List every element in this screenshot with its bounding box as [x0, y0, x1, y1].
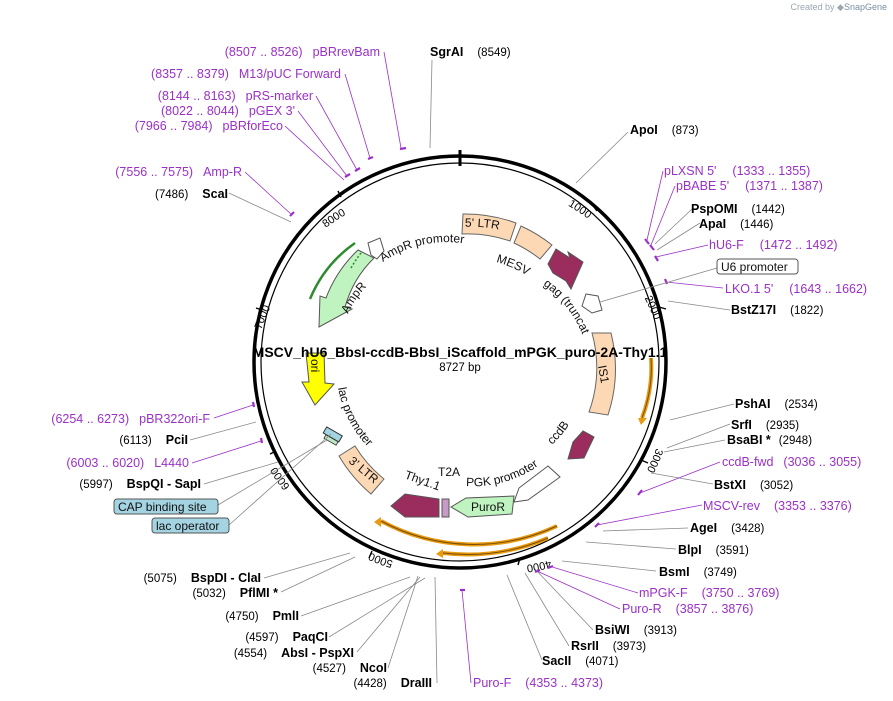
site-pspomi[interactable]: PspOMI(1442) — [691, 202, 785, 216]
primer-l4440[interactable]: (6003 .. 6020)L4440 — [66, 456, 189, 470]
primer-hu6-f[interactable]: hU6-F(1472 .. 1492) — [709, 238, 838, 252]
primer-pbabe-5[interactable]: pBABE 5'(1371 .. 1387) — [676, 179, 823, 193]
orf-arrowhead-3 — [436, 549, 443, 558]
site-bspdi-clai[interactable]: (5075)BspDI - ClaI — [144, 571, 261, 585]
feature-callout-lines — [217, 267, 718, 526]
primer-lko1-5[interactable]: LKO.1 5'(1643 .. 1662) — [725, 282, 867, 296]
feature-t2a-label: T2A — [438, 465, 460, 479]
primer-callout-lines — [191, 51, 724, 684]
feature-thy11-arrow[interactable] — [390, 493, 440, 518]
feature-3ltr[interactable] — [338, 445, 385, 495]
primer-puro-f[interactable]: Puro-F(4353 .. 4373) — [473, 676, 603, 690]
feature-ori[interactable] — [301, 352, 336, 406]
feature-ampr-arrow[interactable] — [318, 249, 375, 328]
site-sgrai[interactable]: SgrAI(8549) — [430, 45, 511, 59]
feature-puror-arrow[interactable] — [450, 495, 515, 518]
site-ncoi[interactable]: (4527)NcoI — [313, 661, 387, 675]
feature-open-arrow-1[interactable] — [581, 293, 603, 314]
site-absi-pspxi[interactable]: (4554)AbsI - PspXI — [234, 646, 354, 660]
snapgene-logo-icon: ◆ — [837, 2, 844, 12]
site-bstxi[interactable]: BstXI(3052) — [714, 478, 793, 492]
plasmid-name: MSCV_hU6_BbsI-ccdB-BbsI_iScaffold_mPGK_p… — [253, 344, 668, 360]
feature-mesv-psi-box[interactable] — [513, 225, 553, 260]
site-blpi[interactable]: BlpI(3591) — [678, 543, 749, 557]
primer-puro-r[interactable]: Puro-R(3857 .. 3876) — [622, 602, 753, 616]
primer-amp-r[interactable]: (7556 .. 7575)Amp-R — [115, 165, 242, 179]
feature-ccdb-arrow[interactable] — [567, 430, 595, 460]
orf-arc-outlines — [380, 357, 652, 555]
plasmid-length: 8727 bp — [439, 362, 481, 374]
site-bsiwi[interactable]: BsiWI(3913) — [595, 623, 677, 637]
feature-is1-label: IS1 — [595, 364, 612, 384]
position-ticks — [255, 190, 667, 566]
feature-ori-label: ori — [308, 359, 322, 372]
feature-5ltr[interactable] — [461, 213, 517, 242]
site-sacii[interactable]: SacII(4071) — [542, 654, 619, 668]
cap-binding-site-label: CAP binding site — [118, 500, 207, 514]
primer-pgex-3[interactable]: (8022 .. 8044)pGEX 3' — [161, 104, 295, 118]
site-callout-lines — [189, 59, 735, 684]
cap-binding-site-box[interactable] — [113, 498, 219, 515]
site-pshai[interactable]: PshAI(2534) — [735, 397, 818, 411]
site-bsmi[interactable]: BsmI(3749) — [659, 565, 737, 579]
snapgene-brand: Created by ◆SnapGene — [790, 2, 887, 12]
feature-5ltr-label: 5' LTR — [465, 216, 501, 233]
primer-marks — [251, 146, 669, 592]
u6-promoter-box[interactable] — [716, 258, 799, 275]
lac-operator-label: lac operator — [156, 519, 219, 533]
site-apoi[interactable]: ApoI(873) — [630, 123, 699, 137]
feature-ampr-promoter-arrow[interactable] — [367, 237, 385, 260]
site-paqci[interactable]: (4597)PaqCI — [245, 630, 328, 644]
feature-ampr-inner-mark — [350, 252, 362, 269]
lac-operator-box[interactable] — [151, 517, 230, 534]
site-pflmi[interactable]: (5032)PflMI * — [193, 586, 279, 600]
feature-ccdb-label: ccdB — [544, 418, 571, 447]
feature-lac-promoter-label: lac promoter — [335, 386, 376, 449]
site-rsrii[interactable]: RsrII(3973) — [571, 639, 646, 653]
feature-gag-arrow[interactable] — [547, 248, 584, 291]
site-pmli[interactable]: (4750)PmlI — [225, 609, 299, 623]
feature-t2a[interactable] — [441, 498, 450, 518]
site-scai[interactable]: (7486)ScaI — [155, 187, 228, 201]
feature-ampr-promoter-label: AmpR promoter — [377, 231, 465, 264]
feature-puror-label: PuroR — [471, 500, 505, 514]
site-pcii[interactable]: (6113)PciI — [119, 433, 188, 447]
primer-mscv-rev[interactable]: MSCV-rev(3353 .. 3376) — [703, 499, 852, 513]
primer-pbr322ori-f[interactable]: (6254 .. 6273)pBR322ori-F — [51, 412, 210, 426]
tick-label-4000: 4000 — [526, 557, 553, 574]
site-bsabi[interactable]: BsaBI *(2948) — [727, 433, 812, 447]
site-agei[interactable]: AgeI(3428) — [690, 521, 765, 535]
primer-pbrrevbam[interactable]: (8507 .. 8526)pBRrevBam — [225, 45, 380, 59]
orf-arrowhead-2 — [374, 517, 381, 527]
primer-pbrforeco[interactable]: (7966 .. 7984)pBRforEco — [135, 119, 283, 133]
orf-arrowhead-1 — [638, 418, 647, 425]
primer-m13-puc-forward[interactable]: (8357 .. 8379)M13/pUC Forward — [151, 67, 341, 81]
feature-ampr-highlight — [308, 241, 356, 300]
site-bspqi-sapi[interactable]: (5997)BspQI - SapI — [79, 477, 201, 491]
feature-thy11-label: Thy1.1 — [403, 468, 443, 494]
tick-label-7000: 7000 — [253, 303, 274, 330]
primer-mpgk-f[interactable]: mPGK-F(3750 .. 3769) — [639, 586, 779, 600]
u6-promoter-label: U6 promoter — [721, 260, 788, 274]
site-srfi[interactable]: SrfI(2935) — [731, 418, 799, 432]
tick-label-8000: 8000 — [320, 207, 347, 231]
feature-pgk-promoter[interactable] — [513, 465, 561, 503]
feature-is1[interactable] — [588, 332, 616, 416]
site-apai[interactable]: ApaI(1446) — [699, 217, 774, 231]
primer-ccdb-fwd[interactable]: ccdB-fwd(3036 .. 3055) — [722, 455, 861, 469]
site-bstz17i[interactable]: BstZ17I(1822) — [731, 303, 824, 317]
primer-plxsn-5[interactable]: pLXSN 5'(1333 .. 1355) — [664, 164, 810, 178]
primer-prs-marker[interactable]: (8144 .. 8163)pRS-marker — [158, 89, 313, 103]
site-draiii[interactable]: (4428)DraIII — [353, 676, 432, 690]
